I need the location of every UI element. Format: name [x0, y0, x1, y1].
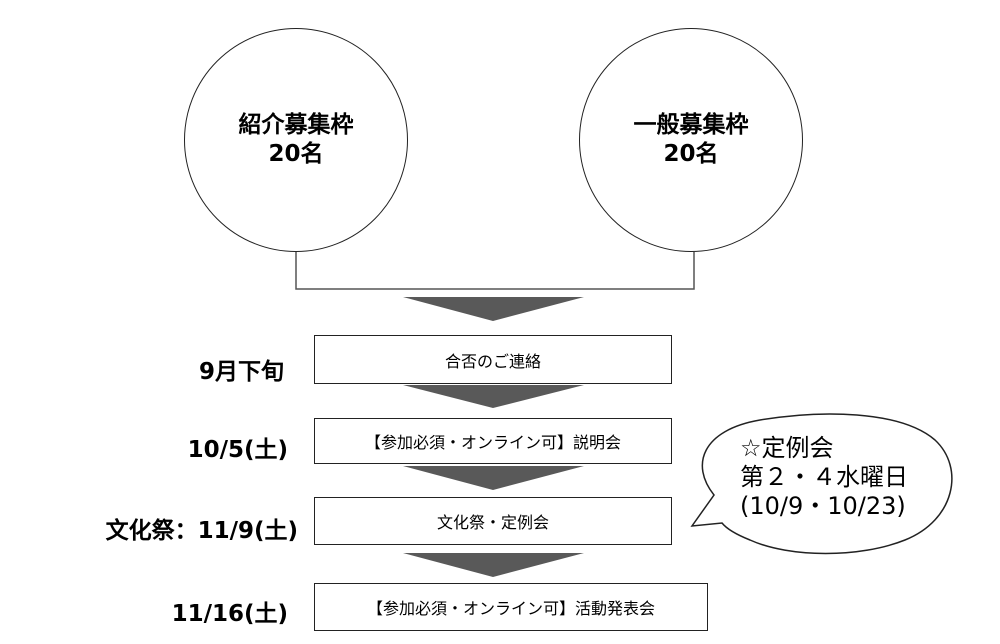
speech-bubble	[690, 413, 953, 555]
down-arrow-3	[403, 466, 584, 490]
callout-dates: (10/9・10/23)	[740, 491, 906, 520]
callout-text: ☆定例会 第２・４水曜日 (10/9・10/23)	[740, 434, 908, 520]
general-recruitment-circle: 一般募集枠 20名	[579, 28, 803, 252]
general-recruitment-label: 一般募集枠	[633, 112, 749, 139]
step-4-date: 11/16(土)	[171, 601, 288, 627]
referral-recruitment-label: 紹介募集枠	[238, 112, 354, 139]
step-1-event: 合否のご連絡	[444, 351, 541, 371]
callout-title: ☆定例会	[740, 434, 834, 462]
step-3-box: 文化祭・定例会	[314, 497, 672, 545]
callout-schedule: 第２・４水曜日	[740, 462, 908, 491]
step-1-date: 9月下旬	[198, 359, 284, 385]
step-3-date: 文化祭：11/9(土)	[105, 518, 298, 544]
step-4-box: 【参加必須・オンライン可】活動発表会	[314, 583, 708, 631]
circles-connector-line	[295, 252, 695, 290]
step-3-event: 文化祭・定例会	[436, 513, 549, 532]
down-arrow-4	[403, 553, 584, 577]
down-arrow-1	[403, 297, 584, 321]
down-arrow-2	[403, 385, 584, 408]
step-2-box: 【参加必須・オンライン可】説明会	[314, 418, 672, 464]
step-1-box: 合否のご連絡	[314, 335, 672, 384]
step-2-event: 【参加必須・オンライン可】説明会	[364, 433, 621, 452]
general-recruitment-count: 20名	[663, 141, 719, 167]
step-2-date: 10/5(土)	[187, 437, 288, 463]
referral-recruitment-count: 20名	[268, 141, 324, 167]
step-4-event: 【参加必須・オンライン可】活動発表会	[366, 599, 655, 618]
referral-recruitment-circle: 紹介募集枠 20名	[184, 28, 408, 252]
